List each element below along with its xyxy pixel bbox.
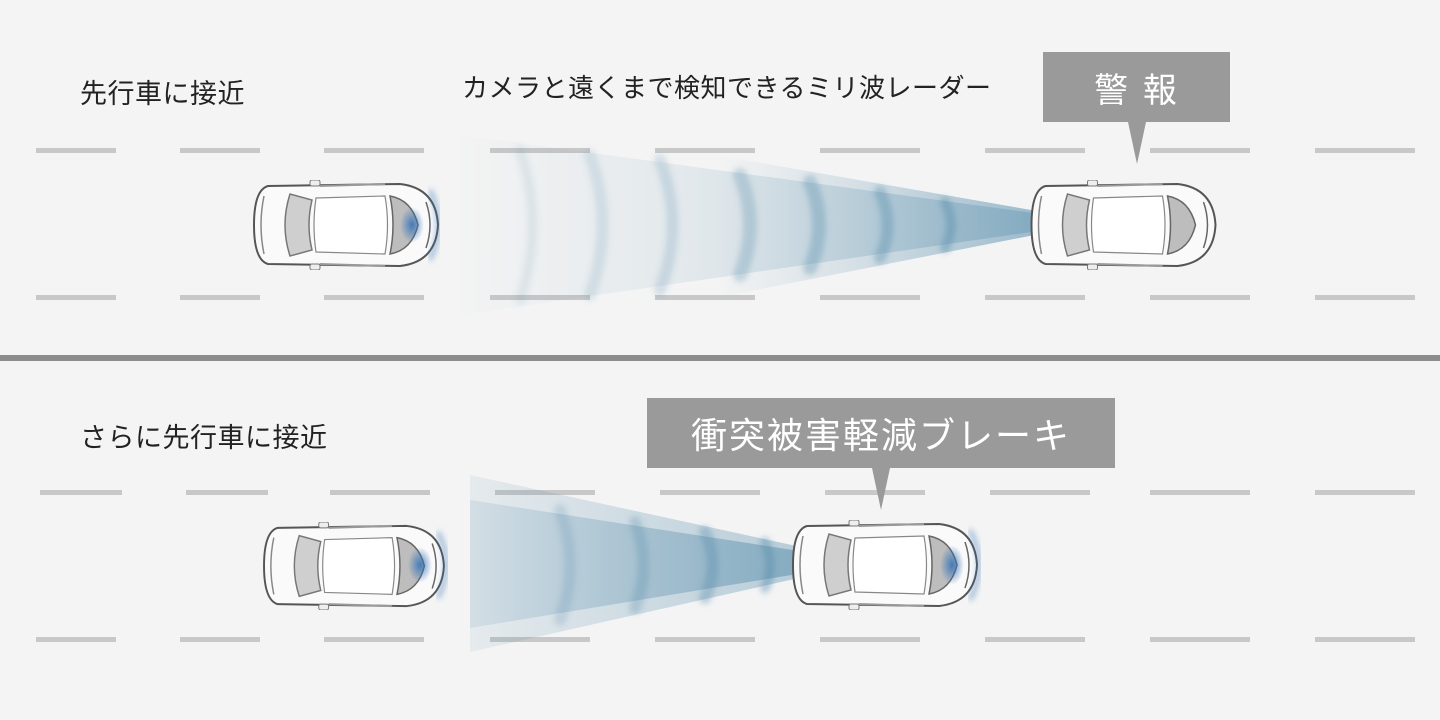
brake-glow — [940, 545, 964, 585]
lead-vehicle-top — [1030, 180, 1217, 270]
warning-callout: 警 報 — [1043, 52, 1230, 122]
bottom-lane-markings — [36, 490, 1415, 642]
scene-caption-top: 先行車に接近 — [80, 79, 245, 110]
own-vehicle-bottom — [263, 522, 448, 610]
sensor-glow-top — [400, 207, 424, 243]
brake-callout-text: 衝突被害軽減ブレーキ — [690, 416, 1071, 457]
scene-caption-bottom: さらに先行車に接近 — [80, 423, 328, 454]
sensor-glow-bottom — [408, 547, 432, 583]
own-vehicle-top — [253, 180, 440, 270]
radar-wave-bottom — [554, 504, 775, 626]
radar-wave-icon — [515, 145, 956, 305]
scene-divider — [0, 355, 1440, 361]
car-top-view-icon — [1030, 180, 1217, 270]
brake-callout: 衝突被害軽減ブレーキ — [647, 398, 1115, 468]
brake-callout-tail — [872, 468, 890, 510]
lead-vehicle-bottom — [791, 520, 981, 610]
warning-callout-tail — [1128, 122, 1146, 164]
sensor-label: カメラと遠くまで検知できるミリ波レーダー — [462, 74, 992, 104]
warning-callout-text: 警 報 — [1094, 70, 1179, 111]
